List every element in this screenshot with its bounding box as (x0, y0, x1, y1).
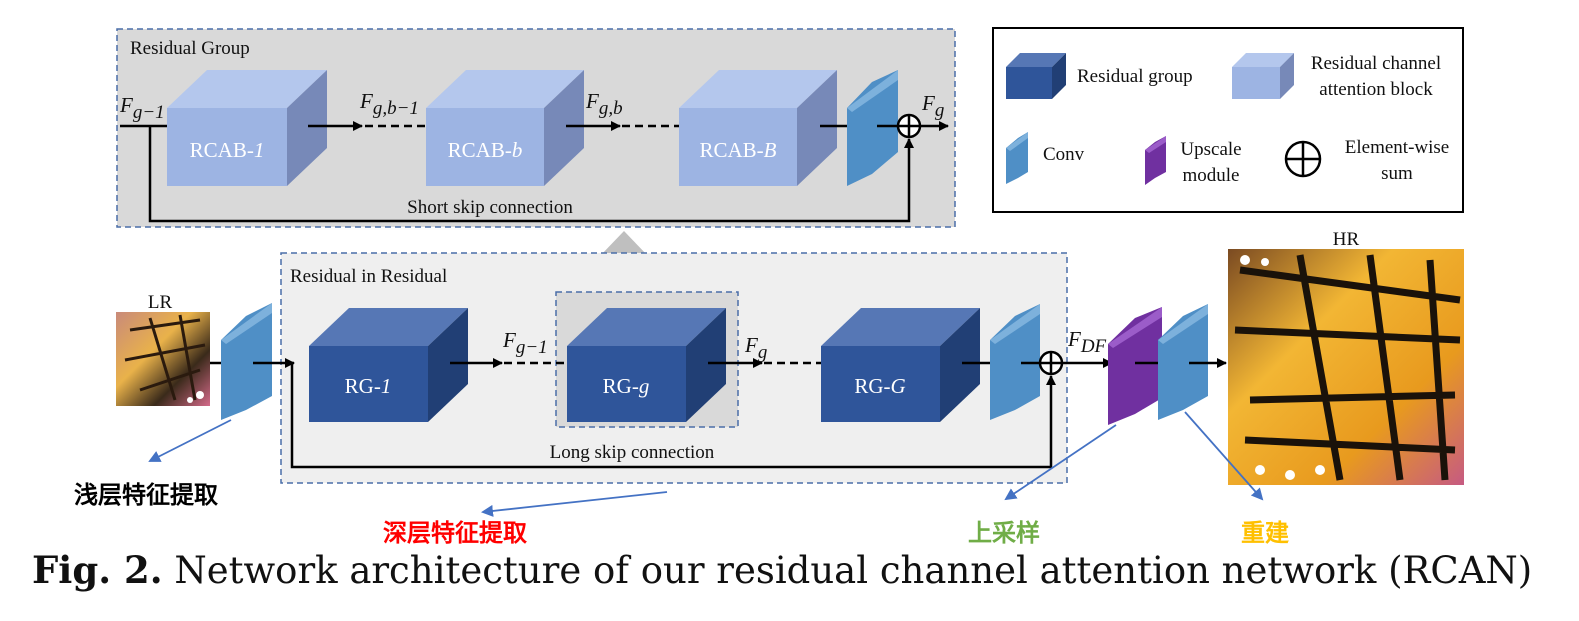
legend-sum-line2: sum (1381, 163, 1413, 184)
upscale-module-block (1108, 307, 1162, 425)
hr-label: HR (1333, 229, 1360, 250)
rcab-1-label: RCAB-1 (190, 138, 265, 162)
lr-label: LR (148, 292, 173, 313)
annotation-upsample: 上采样 (968, 519, 1040, 547)
legend-residual-group: Residual group (1077, 66, 1193, 87)
rg-G-label: RG-G (854, 374, 905, 398)
rg-G-block: RG-G (821, 308, 980, 422)
rcab-B-block: RCAB-B (679, 70, 837, 186)
legend-upscale-icon (1145, 136, 1166, 185)
rg-g-label: RG-g (603, 374, 650, 398)
rg-input-label: Fg−1 (119, 93, 165, 123)
figure-number: Fig. 2. (32, 548, 163, 592)
rcab-b-block: RCAB-b (426, 70, 584, 186)
shallow-pointer (148, 419, 232, 462)
lr-image (116, 312, 210, 406)
rir-sum-icon (1038, 350, 1064, 376)
legend-sum-line1: Element-wise (1345, 137, 1449, 158)
rir-out-mid-label: Fg (744, 333, 767, 363)
rir-mid-label: Fg−1 (502, 328, 548, 358)
residual-group-panel: Residual Group Fg−1 RCAB-1 Fg,b−1 RCAB-b… (116, 28, 956, 228)
rg-sum-icon (896, 113, 922, 139)
rir-title: Residual in Residual (290, 266, 447, 287)
rg-1-label: RG-1 (345, 374, 392, 398)
legend-upscale-line1: Upscale (1180, 139, 1241, 160)
long-skip-connection (290, 363, 1056, 469)
figure-caption-text: Network architecture of our residual cha… (174, 549, 1533, 592)
legend-sum-icon (1284, 140, 1322, 178)
rir-conv-block (990, 304, 1040, 420)
rcab-b-label: RCAB-b (448, 138, 523, 162)
legend-rcab-line1: Residual channel (1311, 53, 1441, 74)
rg-mid1-label: Fg,b−1 (359, 89, 419, 119)
legend-upscale-line2: module (1183, 165, 1240, 186)
short-skip-label: Short skip connection (407, 197, 573, 218)
rcab-B-label: RCAB-B (699, 138, 776, 162)
annotation-shallow: 浅层特征提取 (74, 481, 218, 509)
residual-group-title: Residual Group (130, 38, 250, 59)
rg-conv-block (847, 70, 898, 186)
legend-conv: Conv (1043, 144, 1085, 165)
rg-mid2-label: Fg,b (585, 89, 623, 119)
figure-caption: Fig. 2. Network architecture of our resi… (32, 548, 1572, 592)
annotation-rebuild: 重建 (1241, 519, 1289, 547)
rebuild-pointer (1184, 411, 1264, 501)
hr-image (1228, 249, 1464, 485)
rg-output-label: Fg (921, 91, 944, 121)
annotation-deep: 深层特征提取 (383, 519, 527, 547)
short-skip-connection (148, 126, 914, 223)
upsample-pointer (1004, 424, 1117, 501)
rcab-1-block: RCAB-1 (167, 70, 327, 186)
legend-residual-group-icon (1006, 53, 1066, 99)
shallow-conv-block (221, 303, 272, 420)
rg-g-block: RG-g (567, 308, 726, 422)
legend-rcab-line2: attention block (1319, 79, 1433, 100)
rg-1-block: RG-1 (309, 308, 468, 422)
fdf-label: FDF (1067, 327, 1107, 357)
legend-conv-icon (1006, 132, 1028, 184)
reconstruction-conv-block (1158, 304, 1208, 420)
legend: Residual group Residual channel attentio… (992, 27, 1464, 213)
legend-rcab-icon (1232, 53, 1294, 99)
deep-pointer (481, 491, 668, 517)
long-skip-label: Long skip connection (550, 442, 715, 463)
